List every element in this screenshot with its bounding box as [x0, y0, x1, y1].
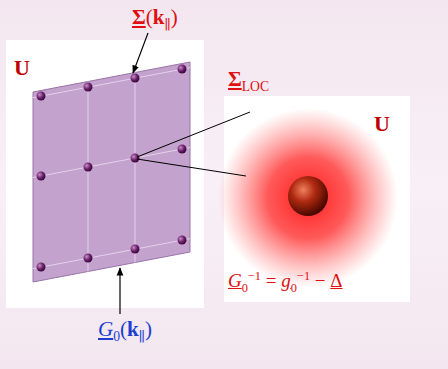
green-function-label: G0(k∥)	[98, 318, 152, 344]
lattice-panel	[6, 40, 204, 308]
weiss-field-formula: G0−1 = g0−1 − Δ	[228, 270, 343, 295]
lattice-grid	[33, 68, 190, 272]
leader-lines	[137, 112, 250, 176]
pointer-arrow	[133, 33, 148, 73]
lattice-sites	[37, 65, 187, 272]
bath-glow	[218, 108, 398, 288]
pointer-arrow	[119, 268, 120, 314]
lattice-plane	[33, 62, 190, 282]
interaction-label: U	[374, 112, 390, 136]
impurity-atom	[288, 176, 328, 216]
interaction-label: U	[14, 56, 30, 80]
self-energy-label: Σ(k∥)	[132, 6, 178, 32]
local-self-energy-label: ΣLOC	[228, 68, 269, 94]
